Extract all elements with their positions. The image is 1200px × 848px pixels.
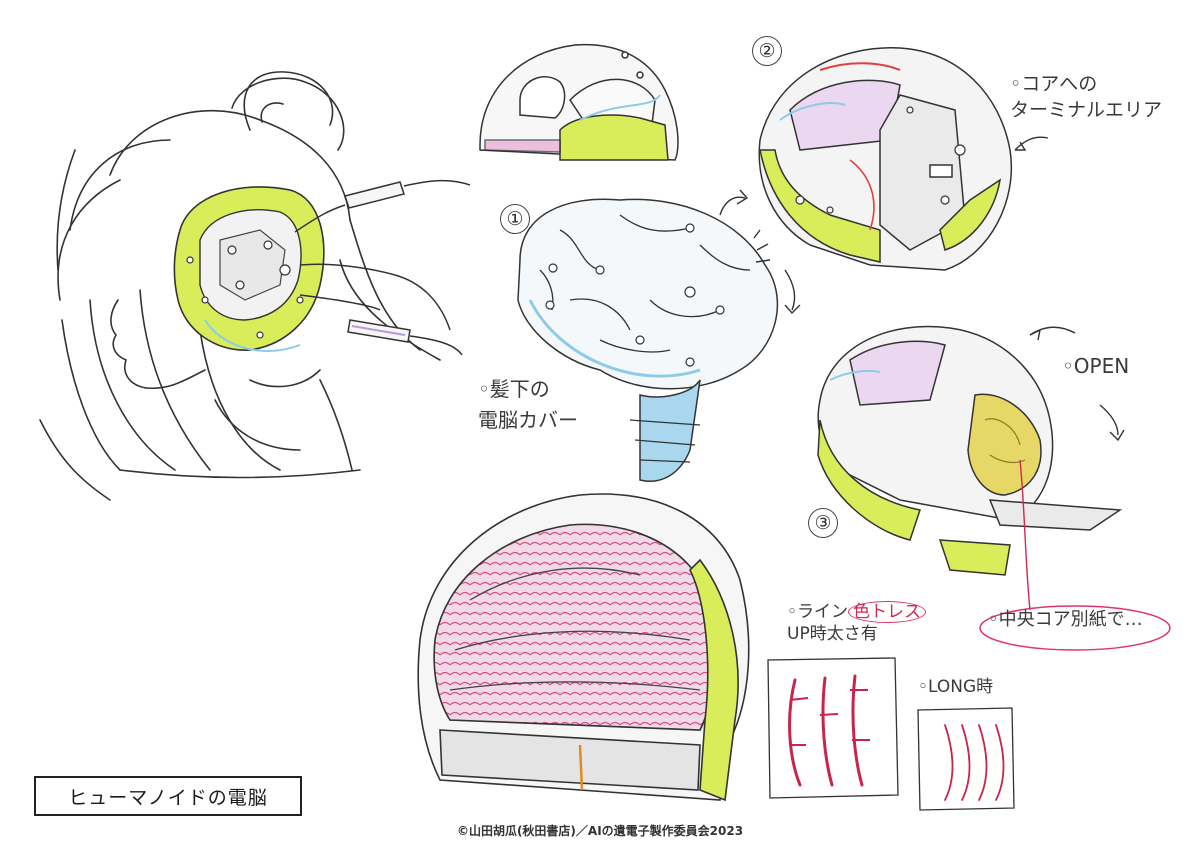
- cover-drawing-3-open: [817, 325, 1123, 611]
- note-line-trace-highlight: 色トレス: [848, 601, 927, 623]
- cover-large-drawing: [417, 493, 750, 802]
- figure-number-3: ③: [808, 508, 838, 538]
- cover-drawing-2: [758, 47, 1012, 271]
- core-note-highlight: [979, 605, 1171, 651]
- note-core-terminal: ◦コアへの ターミナルエリア: [1010, 73, 1163, 121]
- copyright-notice: ©山田胡瓜(秋田書店)／AIの遺電子製作委員会2023: [456, 824, 744, 838]
- note-open: ◦OPEN: [1062, 354, 1130, 378]
- note-core-separate: ◦中央コア別紙で…: [988, 609, 1143, 630]
- line-sample-box-long: [917, 707, 1015, 811]
- jack-plug-icon: [294, 179, 471, 356]
- humanoid-head-drawing: [39, 71, 441, 501]
- brain-drawing-1: [517, 198, 779, 482]
- figure-number-1: ①: [500, 204, 530, 234]
- head-brain-port: [173, 186, 325, 352]
- cover-side-view: [479, 43, 679, 161]
- line-sample-box-up: [767, 657, 899, 799]
- note-hair-cover: ◦髪下の 電脳カバー: [478, 377, 578, 432]
- note-long: ◦LONG時: [918, 677, 994, 697]
- arrow-curved-icon: [719, 136, 1125, 442]
- figure-number-2: ②: [752, 36, 782, 66]
- sheet-title: ヒューマノイドの電脳: [34, 776, 302, 816]
- note-line-trace: ◦ライン色トレス UP時太さ有: [787, 601, 927, 644]
